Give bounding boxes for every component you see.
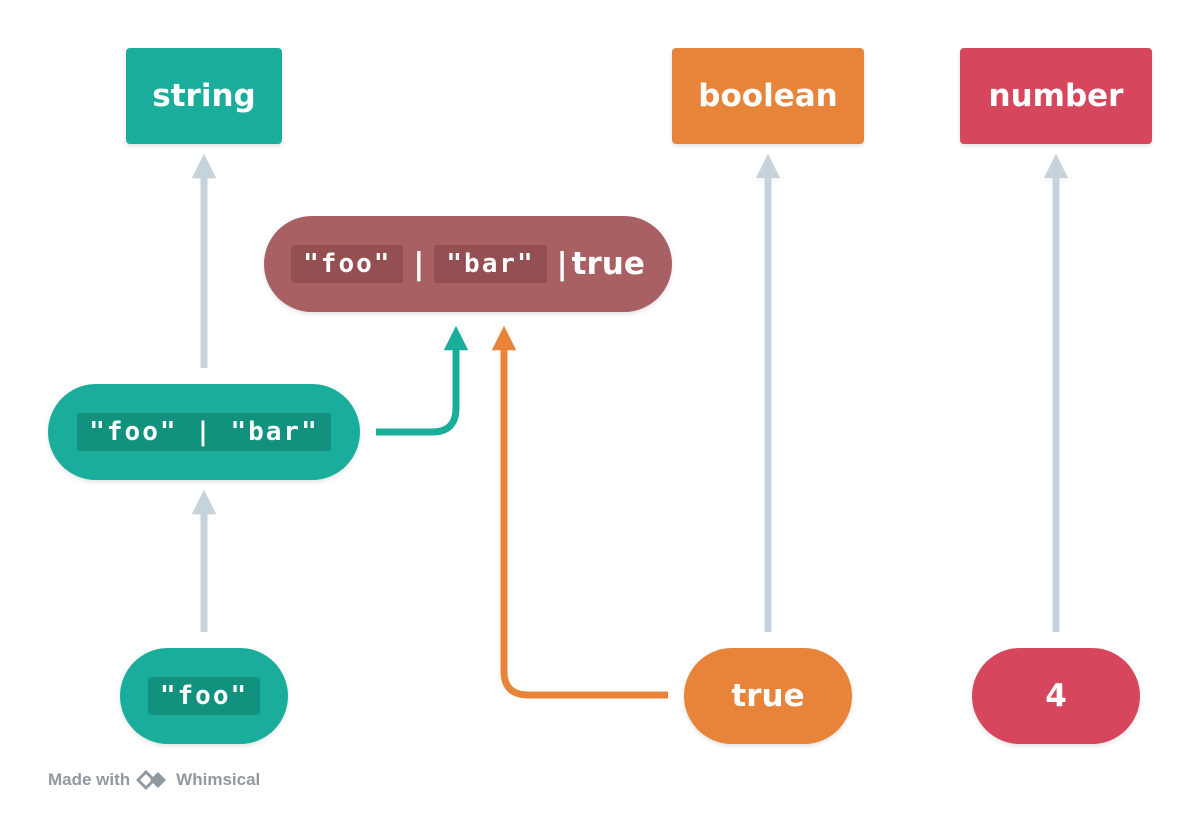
number-type-label: number <box>988 78 1124 114</box>
true-literal-node: true <box>684 648 852 744</box>
union-literal-foo: "foo" <box>291 245 404 283</box>
four-literal-label: 4 <box>1045 678 1067 714</box>
arrow-true-to-union <box>491 325 668 699</box>
number-type-box: number <box>960 48 1152 144</box>
boolean-type-box: boolean <box>672 48 864 144</box>
made-with-whimsical-footer[interactable]: Made with Whimsical <box>48 766 260 794</box>
string-type-label: string <box>152 78 256 114</box>
boolean-type-label: boolean <box>698 78 838 114</box>
union-literal-true: true <box>571 246 645 282</box>
four-literal-node: 4 <box>972 648 1140 744</box>
union-literal-bar: "bar" <box>434 245 547 283</box>
union-foo-bar-true-node: "foo" | "bar" | true <box>264 216 672 312</box>
foo-literal-node: "foo" <box>120 648 288 744</box>
union-separator-1: | <box>413 246 425 282</box>
whimsical-logo-icon <box>136 770 167 790</box>
union-foo-bar-code: "foo" | "bar" <box>77 413 331 451</box>
made-with-label: Made with <box>48 770 131 789</box>
arrow-foobar-to-union <box>376 325 469 436</box>
string-type-box: string <box>126 48 282 144</box>
whimsical-brand-label: Whimsical <box>176 770 261 789</box>
union-foo-bar-node: "foo" | "bar" <box>48 384 360 480</box>
true-literal-label: true <box>731 678 805 714</box>
union-separator-2: | <box>556 246 568 282</box>
foo-literal-code: "foo" <box>147 677 261 715</box>
